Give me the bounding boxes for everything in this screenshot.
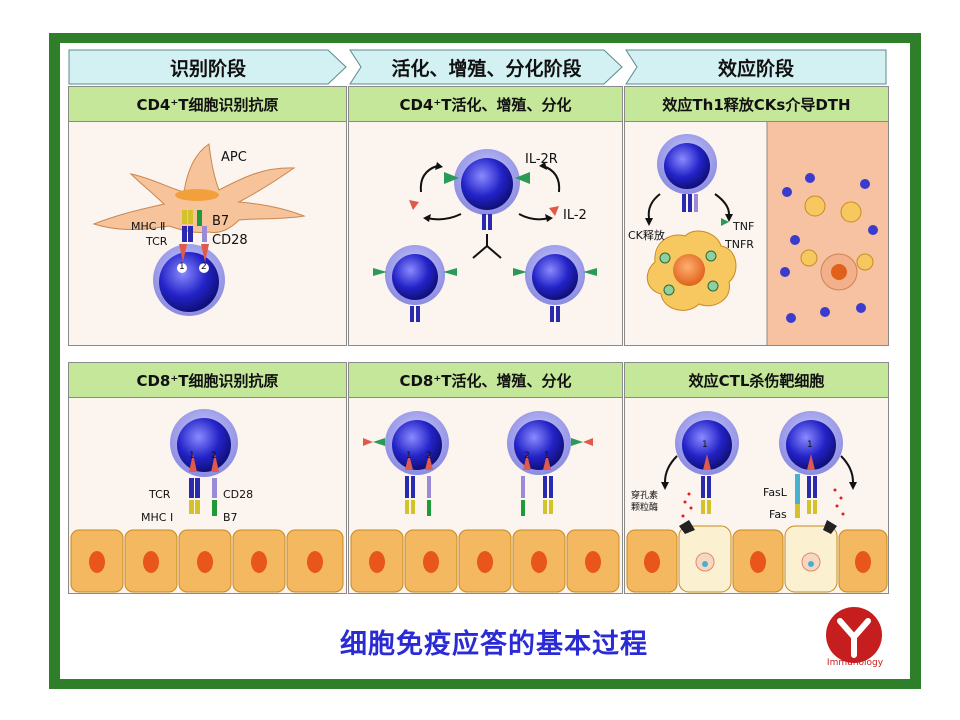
label-tnfr: TNFR [725,238,754,251]
th1-dth-diagram [645,122,888,345]
ctl-signal-1-right: 1 [807,440,813,450]
label-perforin: 穿孔素 [631,491,659,501]
label-granzyme: 颗粒酶 [631,503,659,513]
cd8-activation-diagram [350,411,620,593]
label-cd28: CD28 [212,233,248,248]
label-tnf: TNF [733,220,755,233]
immunology-logo [826,607,882,663]
banner-effector-label: 效应阶段 [717,57,794,80]
panel-th1-dth: 效应Th1释放CKs介导DTH CK释放 TNF TNFR [624,86,889,346]
logo-text: Immunology [826,658,884,668]
cd8-act-signal-2-left: 2 [426,451,432,461]
banner-activation-label: 活化、增殖、分化阶段 [391,57,582,80]
panel-cd8-recognition-title: CD8⁺T细胞识别抗原 [69,363,346,398]
signal-1-marker: 1 [179,262,185,272]
panel-cd8-recognition: CD8⁺T细胞识别抗原 1 2 TCR CD28 MHC Ⅰ B7 [68,362,347,594]
label-il2r: IL-2R [525,152,558,167]
label-tcr-cd8: TCR [149,488,171,501]
label-ck-release: CK释放 [628,229,665,242]
panel-ctl-killing-title: 效应CTL杀伤靶细胞 [625,363,888,398]
cd4-recognition-diagram [92,143,306,316]
panel-cd4-activation-title: CD4⁺T活化、增殖、分化 [349,87,622,122]
label-mhc1: MHC Ⅰ [141,511,174,524]
label-apc: APC [221,150,247,165]
ctl-killing-diagram [626,411,888,593]
panel-cd4-activation: CD4⁺T活化、增殖、分化 IL-2R IL-2 [348,86,623,346]
panel-cd4-recognition: CD4⁺T细胞识别抗原 APC MHC Ⅱ TCR B7 CD28 1 2 [68,86,347,346]
banner-recognition-label: 识别阶段 [169,57,246,80]
cd8-signal-2-marker: 2 [211,451,217,461]
cd8-act-signal-2-right: 2 [524,451,530,461]
cd8-act-signal-1-right: 1 [544,451,550,461]
panel-th1-dth-title: 效应Th1释放CKs介导DTH [625,87,888,122]
label-fasl: FasL [763,486,787,499]
panel-ctl-killing: 效应CTL杀伤靶细胞 1 [624,362,889,594]
panel-cd8-activation: CD8⁺T活化、增殖、分化 1 2 2 [348,362,623,594]
panel-cd4-recognition-title: CD4⁺T细胞识别抗原 [69,87,346,122]
signal-2-marker: 2 [201,262,207,272]
label-fas: Fas [769,508,787,521]
banner-activation: 活化、增殖、分化阶段 [349,49,624,85]
label-il2: IL-2 [563,208,587,223]
label-b7: B7 [212,214,230,229]
label-tcr: TCR [146,235,168,248]
cd8-act-signal-1-left: 1 [406,451,412,461]
label-b7-cd8: B7 [223,511,238,524]
cd8-signal-1-marker: 1 [189,451,195,461]
cd4-activation-diagram [373,149,597,322]
ctl-signal-1-left: 1 [702,440,708,450]
banner-recognition: 识别阶段 [68,49,348,85]
banner-effector: 效应阶段 [625,49,887,85]
panel-cd8-activation-title: CD8⁺T活化、增殖、分化 [349,363,622,398]
label-mhc2: MHC Ⅱ [131,220,166,233]
label-cd28-cd8: CD28 [223,488,254,501]
cd8-recognition-diagram [70,409,344,593]
figure-caption: 细胞免疫应答的基本过程 [340,629,648,660]
